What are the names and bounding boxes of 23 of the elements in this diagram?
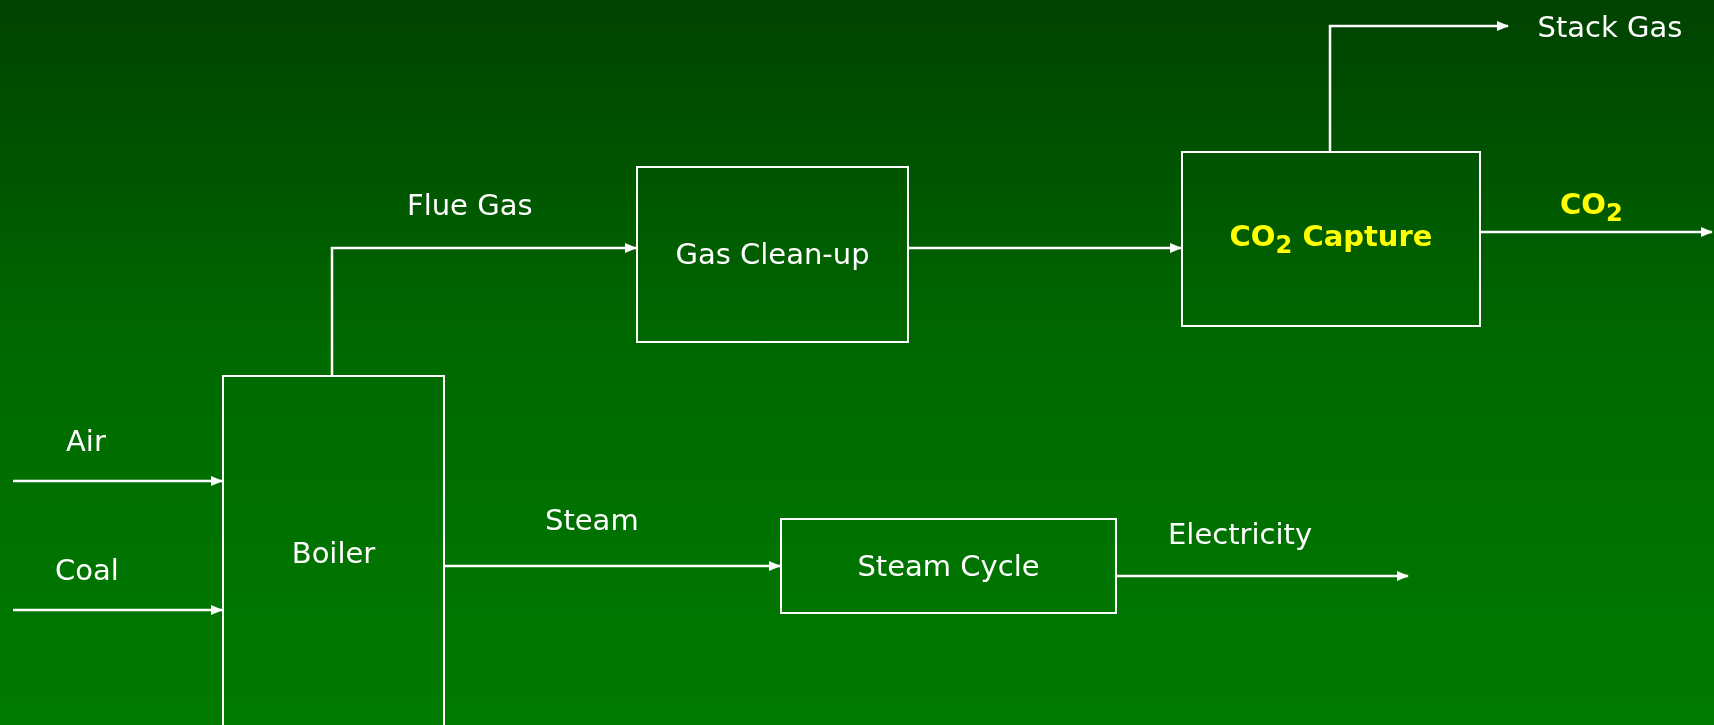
box-label: Gas Clean-up: [675, 236, 870, 273]
flow-arrow: [445, 561, 781, 571]
stream-label: Stack Gas: [1537, 8, 1683, 46]
box-label: CO$_{2}$ Capture: [1229, 218, 1433, 260]
flow-arrow: [330, 243, 637, 375]
flow-arrow: [1481, 227, 1713, 237]
edge-label: Air: [66, 424, 106, 458]
flow-arrow: [1328, 21, 1509, 151]
edge-label: CO$_{2}$: [1560, 187, 1623, 227]
process-box: [222, 375, 445, 725]
process-box: [636, 166, 909, 343]
edge-label: Electricity: [1168, 517, 1313, 551]
edge-label: Coal: [55, 553, 119, 587]
flow-arrow: [909, 243, 1182, 253]
box-label: Boiler: [291, 535, 376, 572]
flow-arrow: [1117, 571, 1409, 581]
edge-label: Flue Gas: [407, 188, 533, 222]
box-label: Steam Cycle: [857, 547, 1040, 585]
edge-label: Steam: [545, 503, 639, 537]
process-box: [780, 518, 1117, 614]
process-box: [1181, 151, 1481, 327]
flow-arrow: [13, 476, 223, 486]
flow-arrow: [13, 605, 223, 615]
